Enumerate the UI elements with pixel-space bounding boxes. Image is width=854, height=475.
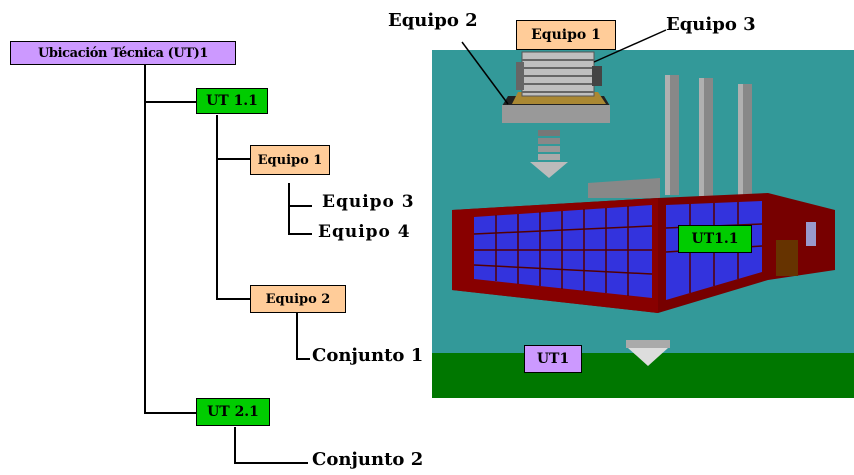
scene-label-ut1-text: UT1 (537, 351, 569, 367)
scene-label-equipo1-text: Equipo 1 (531, 27, 601, 43)
scene-label-equipo2: Equipo 2 (388, 10, 478, 31)
scene-label-ut11-text: UT1.1 (692, 231, 739, 247)
scene-label-ut1: UT1 (524, 345, 582, 373)
scene-label-ut11: UT1.1 (678, 225, 752, 253)
scene-label-equipo1: Equipo 1 (516, 20, 616, 50)
chimneys (665, 75, 752, 196)
machine-equipment (502, 52, 610, 123)
scene-label-equipo3: Equipo 3 (666, 14, 756, 35)
